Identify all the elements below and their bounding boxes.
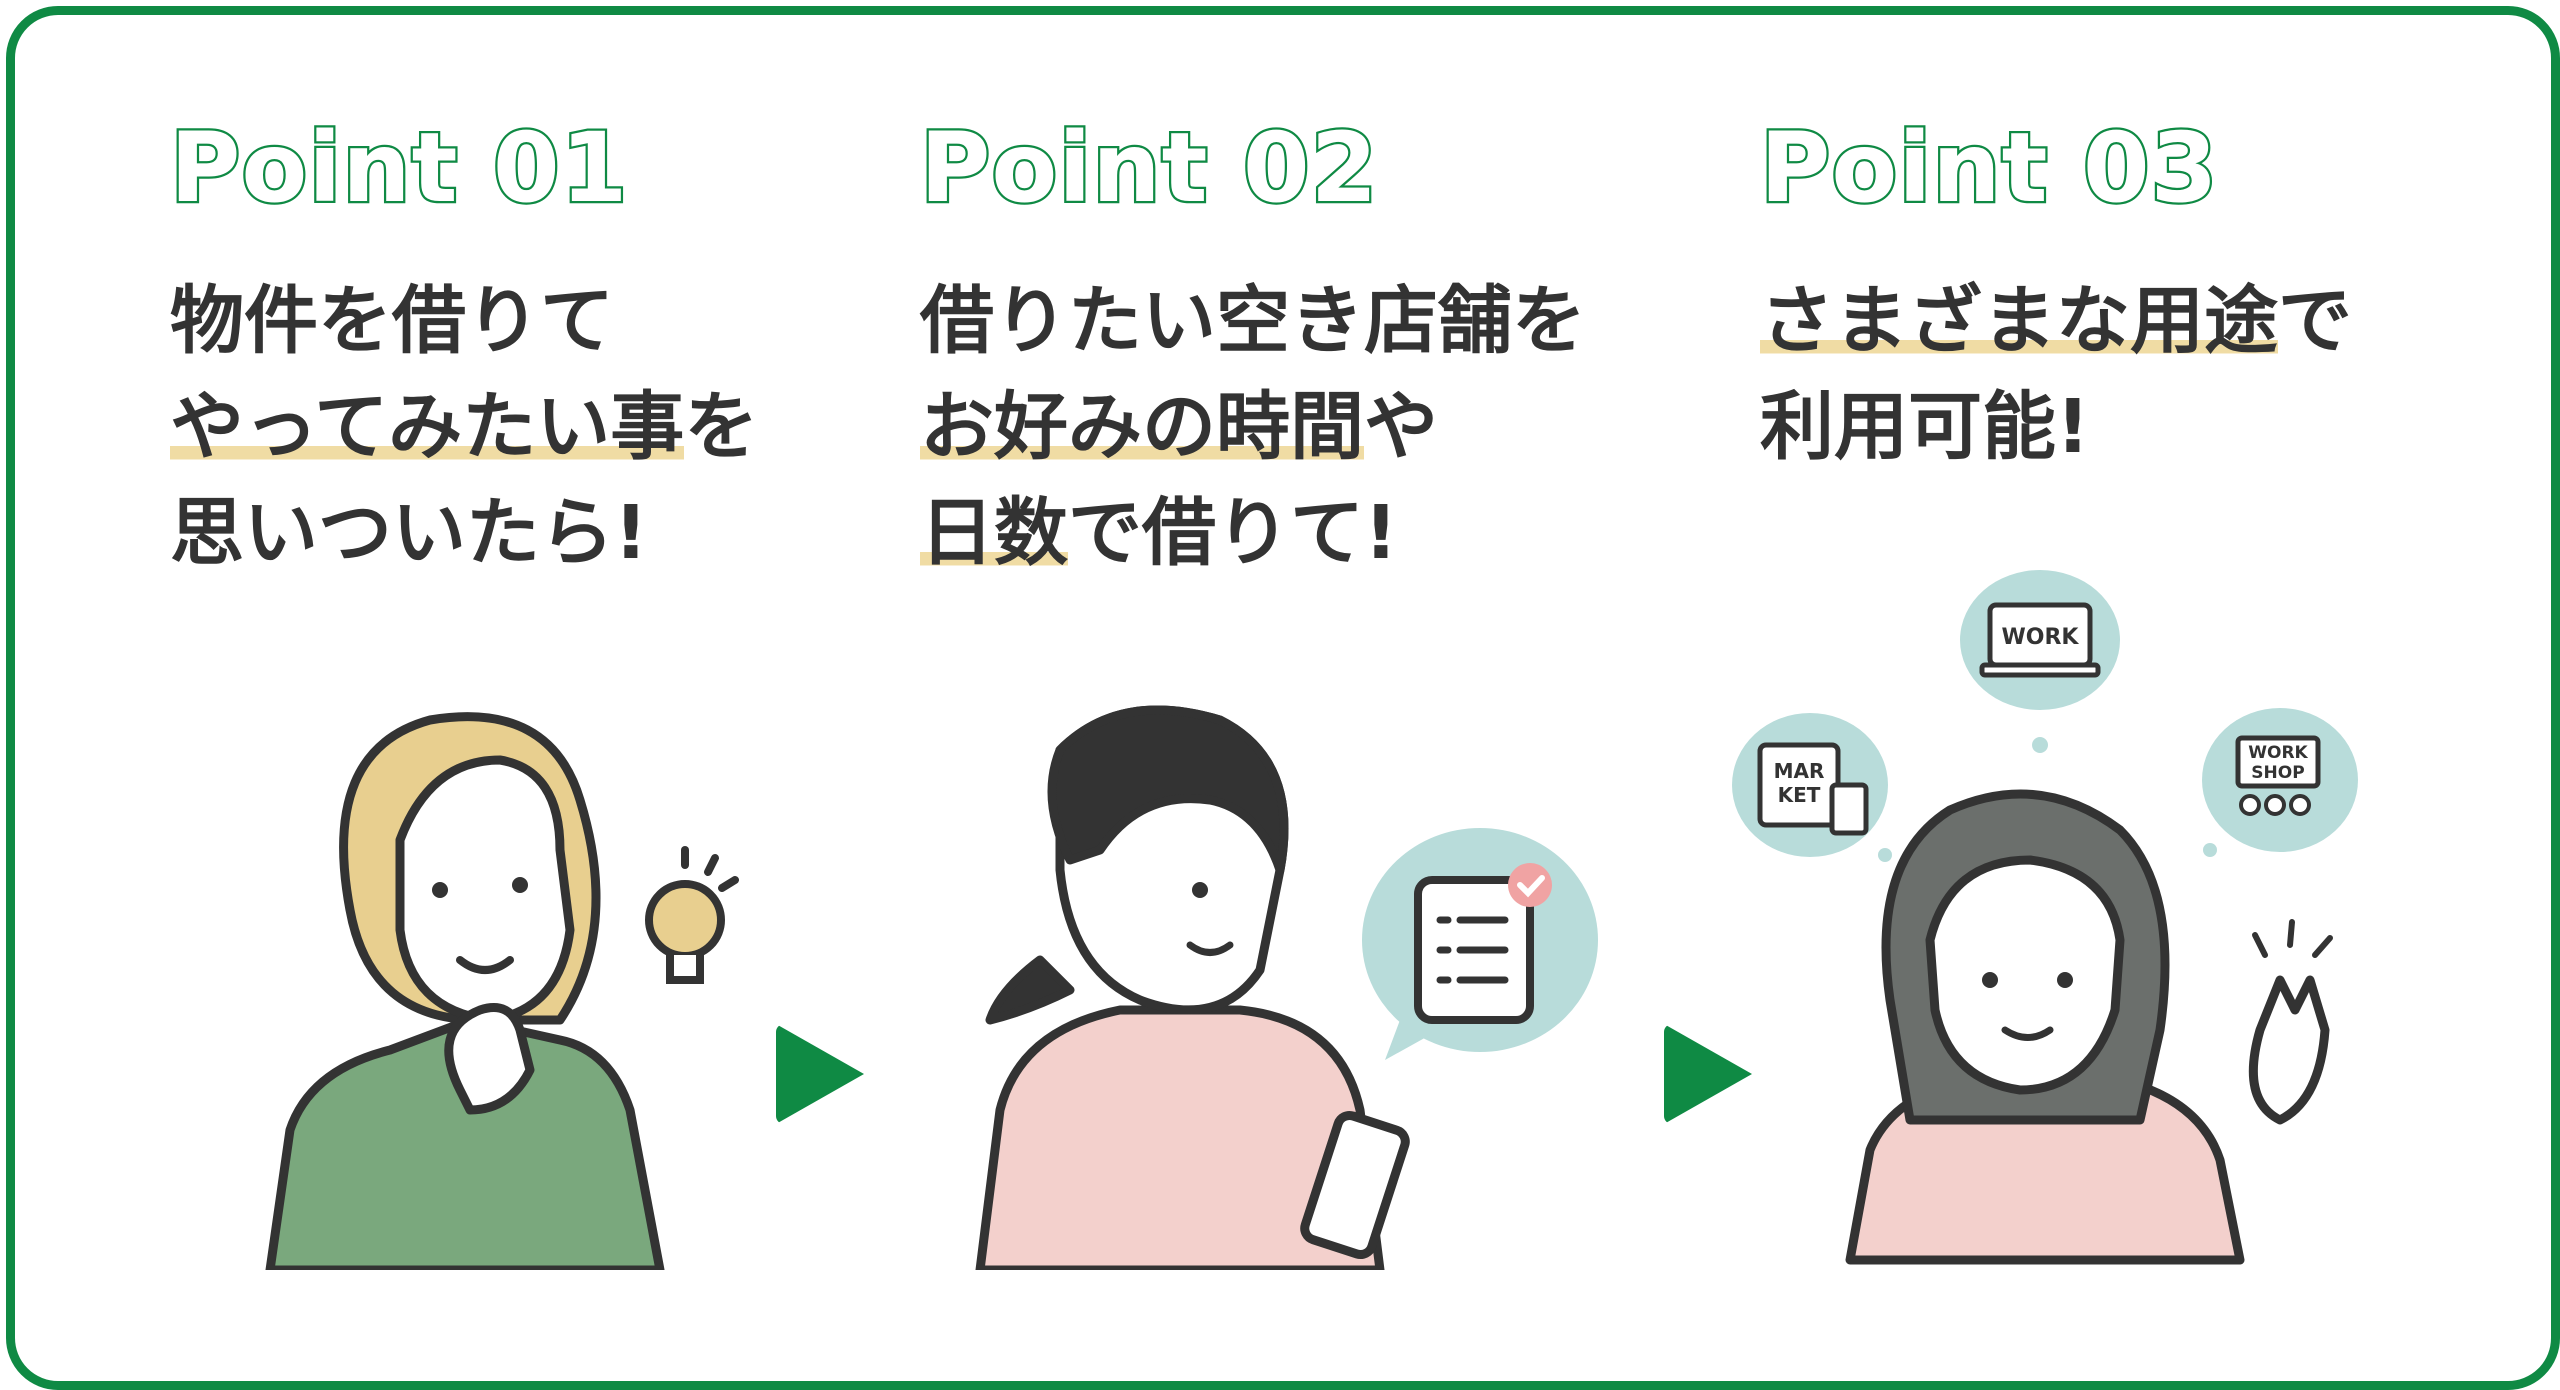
next-step-arrow-icon	[776, 1024, 864, 1124]
highlighted-text: お好みの時間	[920, 384, 1364, 470]
checklist-bubble-icon	[1362, 828, 1598, 1060]
text-segment: 利用可能!	[1760, 384, 2090, 470]
point-heading: Point 01	[168, 112, 630, 224]
point-heading: Point 03	[1758, 112, 2220, 224]
point-column-02: Point 02 借りたい空き店舗を お好みの時間や 日数で借りて!	[918, 112, 1586, 586]
workshop-bubble-icon: WORK SHOP	[2202, 708, 2358, 857]
work-laptop-bubble-icon: WORK	[1960, 570, 2120, 753]
description-line: お好みの時間や	[920, 374, 1586, 480]
text-segment: や	[1364, 384, 1438, 470]
bubble-label: WORK	[2002, 625, 2080, 650]
usage-options-illustration: WORK MAR KET WORK SHOP	[1732, 570, 2358, 1265]
highlighted-text: やってみたい事	[170, 384, 685, 470]
text-segment: 借りたい空き店舗を	[920, 278, 1586, 364]
text-segment: で借りて!	[1068, 490, 1398, 576]
text-segment: を	[684, 384, 759, 470]
market-bag-bubble-icon: MAR KET	[1732, 713, 1892, 862]
point-description: 物件を借りて やってみたい事を 思いついたら!	[170, 268, 758, 586]
next-step-arrow-icon	[1664, 1024, 1752, 1124]
bubble-label: KET	[1778, 783, 1821, 807]
woman-with-smartphone-illustration	[975, 705, 1598, 1270]
description-line: 借りたい空き店舗を	[920, 268, 1586, 374]
description-line: 物件を借りて	[170, 268, 758, 374]
description-line: さまざまな用途で	[1760, 268, 2352, 374]
point-column-01: Point 01 物件を借りて やってみたい事を 思いついたら!	[168, 112, 759, 586]
bubble-label: WORK	[2248, 743, 2308, 763]
bubble-label: SHOP	[2251, 763, 2304, 783]
point-heading: Point 02	[918, 112, 1380, 224]
description-line: やってみたい事を	[170, 374, 758, 480]
description-line: 利用可能!	[1760, 374, 2352, 480]
point-column-03: Point 03 さまざまな用途で 利用可能!	[1758, 112, 2352, 480]
text-segment: 物件を借りて	[170, 278, 614, 364]
description-line: 日数で借りて!	[920, 480, 1586, 586]
point-description: 借りたい空き店舗を お好みの時間や 日数で借りて!	[920, 268, 1586, 586]
bubble-label: MAR	[1774, 759, 1825, 783]
text-segment: で	[2278, 278, 2352, 364]
description-line: 思いついたら!	[170, 480, 758, 586]
point-description: さまざまな用途で 利用可能!	[1760, 268, 2352, 480]
highlighted-text: さまざまな用途	[1760, 278, 2278, 364]
highlighted-text: 日数	[920, 490, 1068, 576]
lightbulb-icon	[645, 846, 739, 984]
woman-with-idea-illustration	[265, 712, 739, 1270]
text-segment: 思いついたら!	[170, 490, 648, 576]
